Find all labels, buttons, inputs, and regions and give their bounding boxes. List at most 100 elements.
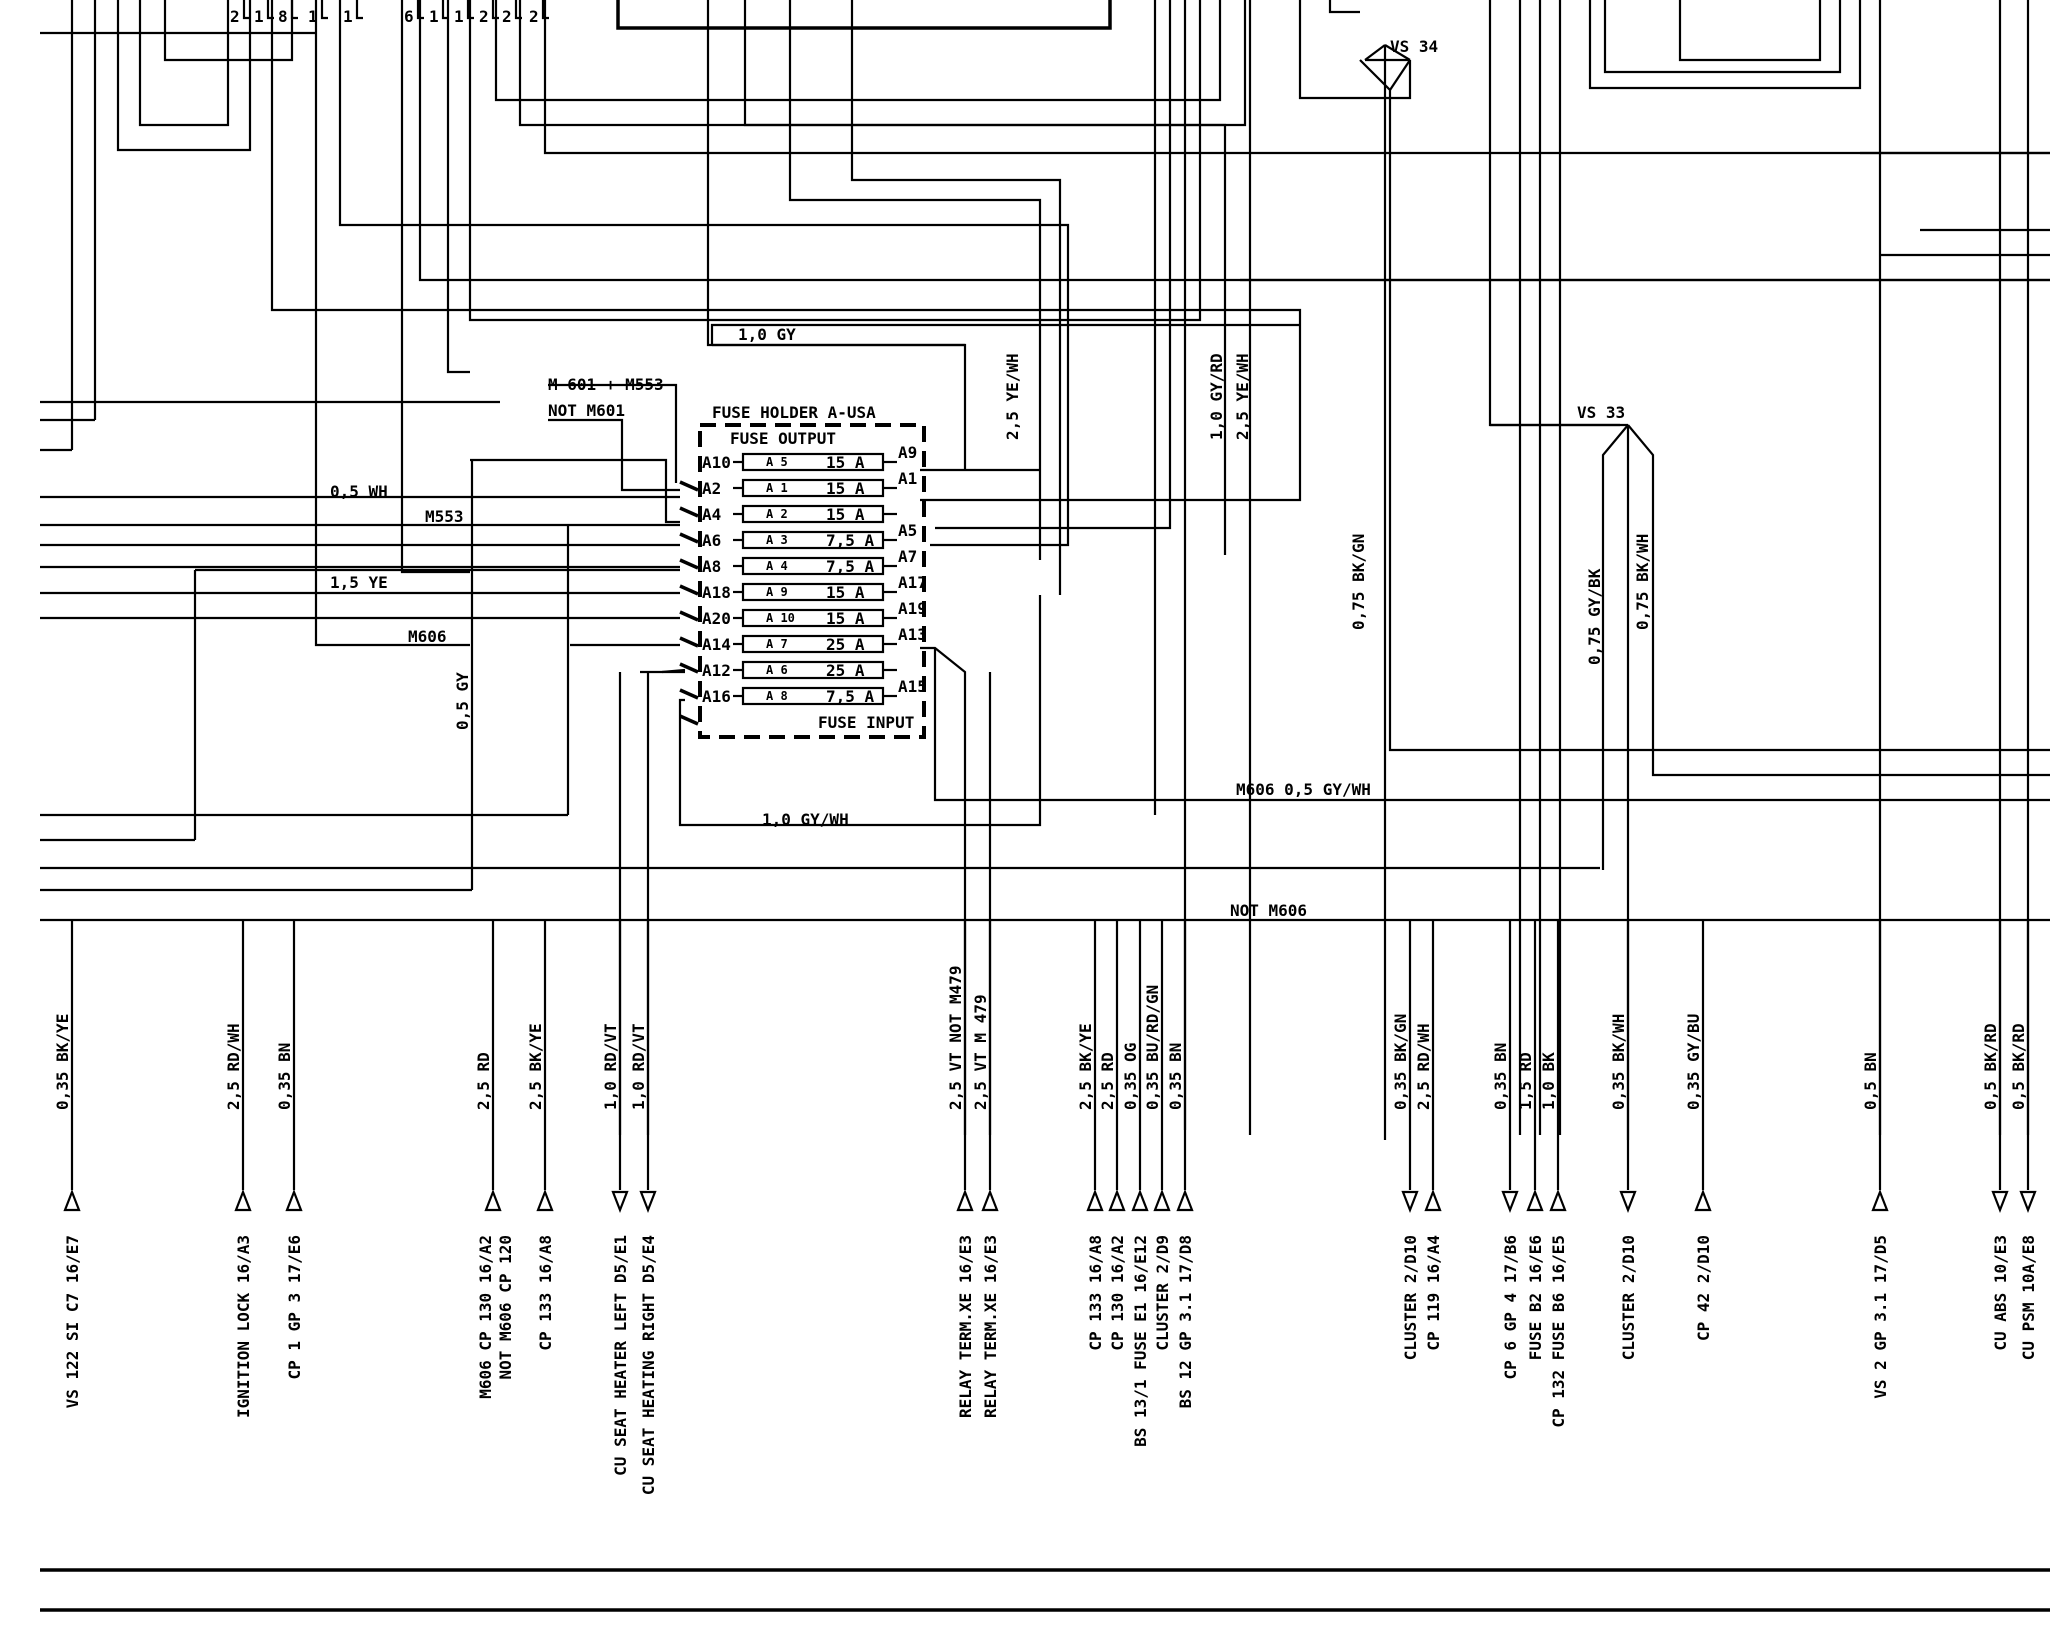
connector-arrow-up (484, 1188, 502, 1212)
label-gy-rd-10: 1,0 GY/RD (1207, 353, 1226, 440)
fuse-input-arrow (679, 610, 699, 622)
label-bk-wh-075: 0,75 BK/WH (1633, 534, 1652, 630)
destination-label: CP 133 16/A8 (536, 1235, 555, 1351)
wire-gauge-label: 1,0 RD/VT (601, 1023, 620, 1110)
wire-labels: 1,0 GY M 601 + M553 NOT M601 0,5 WH M553… (330, 325, 1652, 920)
fuse-input-pin: A20 (702, 609, 731, 628)
connector-arrow-up (63, 1188, 81, 1212)
wire-gauge-label: 0,5 BK/RD (2009, 1023, 2028, 1110)
destination-label: IGNITION LOCK 16/A3 (234, 1235, 253, 1418)
destination-label: BS 13/1 FUSE E1 16/E12 (1131, 1235, 1150, 1447)
fuse-output-pin: A15 (898, 677, 927, 696)
label-gy-05: 0,5 GY (453, 672, 472, 730)
label-gy-bk-075: 0,75 GY/BK (1585, 568, 1604, 665)
left-bus-lines (40, 31, 2050, 922)
destination-label: CP 130 16/A2 (1108, 1235, 1127, 1351)
wire-gauge-label: 2,5 RD (1098, 1052, 1117, 1110)
top-pin-tick (242, 0, 250, 20)
fuse-rating: 15 A (826, 583, 865, 602)
fuse-input-pin: A8 (702, 557, 721, 576)
top-pin-label: 1 (308, 7, 318, 26)
destination-label: CP 132 FUSE B6 16/E5 (1549, 1235, 1568, 1428)
wire-gauge-label: 2,5 RD/WH (1414, 1023, 1433, 1110)
fuse-rating: 15 A (826, 479, 865, 498)
wire-gauge-label: 0,35 BN (1491, 1043, 1510, 1110)
fuse-output-pin: A19 (898, 599, 927, 618)
fuse-input-arrow (679, 584, 699, 596)
connector-arrow-up (1694, 1188, 1712, 1212)
label-gy-10: 1,0 GY (738, 325, 796, 344)
top-pin-label: 1 (343, 7, 353, 26)
vs33-label: VS 33 (1577, 403, 1625, 422)
wire-gauge-label: 0,5 BN (1861, 1052, 1880, 1110)
fuse-id: A 6 (766, 663, 788, 677)
destination-label: RELAY TERM.XE 16/E3 (956, 1235, 975, 1418)
fuse-input-pin: A14 (702, 635, 731, 654)
fuse-input-pin: A18 (702, 583, 731, 602)
connector-arrow-down (1401, 1190, 1419, 1214)
label-not-m606: NOT M606 (1230, 901, 1307, 920)
destination-label: CP 42 2/D10 (1694, 1235, 1713, 1341)
top-pin-tick (355, 0, 363, 20)
label-m606-left: M606 (408, 627, 447, 646)
wire-gauge-label: 0,35 BK/YE (53, 1014, 72, 1110)
connector-arrow-down (2019, 1190, 2037, 1214)
destination-label: CLUSTER 2/D9 (1153, 1235, 1172, 1351)
destination-label: CLUSTER 2/D10 (1619, 1235, 1638, 1360)
top-pin-tick (541, 0, 549, 20)
fuse-output-pin: A1 (898, 469, 917, 488)
connector-arrow-up (1176, 1188, 1194, 1212)
destination-label: CU PSM 10A/E8 (2019, 1235, 2038, 1360)
fuse-rating: 7,5 A (826, 557, 875, 576)
fuse-input-pin: A10 (702, 453, 731, 472)
connector-arrow-down (639, 1190, 657, 1214)
destination-label: CLUSTER 2/D10 (1401, 1235, 1420, 1360)
top-pin-tick (320, 0, 328, 20)
top-pin-tick (491, 0, 499, 20)
connector-arrow-up (1424, 1188, 1442, 1212)
fuse-input-arrow (679, 662, 699, 674)
label-wh-05: 0,5 WH (330, 482, 388, 501)
wire-gauge-label: 0,35 BN (275, 1043, 294, 1110)
wire-gauge-label: 2,5 VT M 479 (971, 994, 990, 1110)
top-pin-tick (266, 0, 274, 20)
destination-label: CP 119 16/A4 (1424, 1235, 1443, 1351)
fuse-rating: 25 A (826, 661, 865, 680)
fuse-input-label: FUSE INPUT (818, 713, 914, 732)
connector-arrow-up (1131, 1188, 1149, 1212)
destination-label: CP 1 GP 3 17/E6 (285, 1235, 304, 1380)
connector-arrow-up (536, 1188, 554, 1212)
top-pin-label: 1 (254, 7, 264, 26)
connector-arrow-up (956, 1188, 974, 1212)
wire-gauge-label: 0,35 OG (1121, 1043, 1140, 1110)
fuse-id: A 4 (766, 559, 788, 573)
destination-label: CP 6 GP 4 17/B6 (1501, 1235, 1520, 1380)
fuse-wiring (193, 323, 2050, 1135)
top-pin-tick (514, 0, 522, 20)
destination-label: CU SEAT HEATER LEFT D5/E1 (611, 1235, 630, 1476)
connector-arrow-up (1549, 1188, 1567, 1212)
label-bk-gn-075: 0,75 BK/GN (1349, 534, 1368, 630)
wire-gauge-label: 2,5 RD (474, 1052, 493, 1110)
connector-arrow-up (1108, 1188, 1126, 1212)
bottom-connectors: 0,35 BK/YE 2,5 RD/WH 0,35 BN 2,5 RD 2,5 BK/Y… (53, 920, 2037, 1214)
wire-gauge-label: 0,35 BK/GN (1391, 1014, 1410, 1110)
fuse-output-pin: A9 (898, 443, 917, 462)
connector-arrow-up (1086, 1188, 1104, 1212)
wire-gauge-label: 2,5 BK/YE (526, 1023, 545, 1110)
fuse-input-arrow (679, 636, 699, 648)
fuse-rating: 15 A (826, 505, 865, 524)
top-pin-tick (416, 0, 424, 20)
connector-arrow-up (981, 1188, 999, 1212)
wire-gauge-label: 0,5 BK/RD (1981, 1023, 2000, 1110)
label-ye-wh-25b: 2,5 YE/WH (1233, 353, 1252, 440)
wire-gauge-label: 1,0 RD/VT (629, 1023, 648, 1110)
top-pin-tick (290, 0, 298, 20)
wire-gauge-label: 0,35 BN (1166, 1043, 1185, 1110)
label-m601-m553: M 601 + M553 (548, 375, 664, 394)
fuse-rating: 7,5 A (826, 531, 875, 550)
fuse-id: A 1 (766, 481, 788, 495)
